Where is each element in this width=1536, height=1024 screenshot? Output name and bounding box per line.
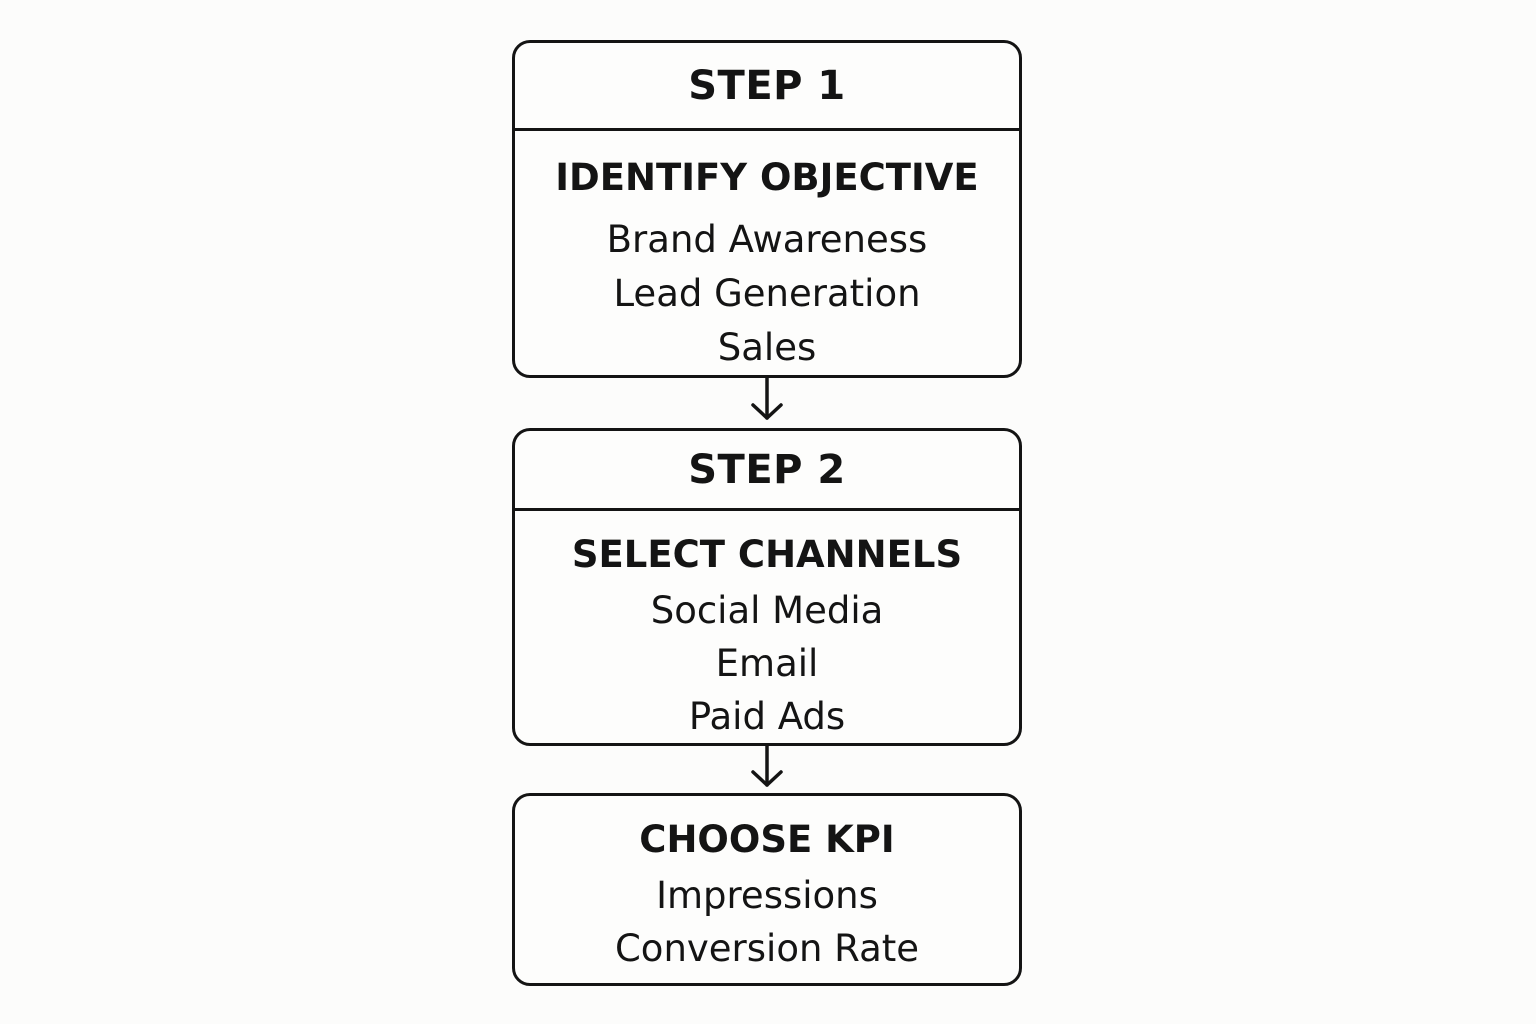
kpi-item: Conversion Rate bbox=[614, 927, 920, 970]
step-2-heading: SELECT CHANNELS bbox=[571, 533, 963, 576]
step-3-box: CHOOSE KPI Impressions Conversion Rate bbox=[512, 793, 1022, 986]
step-1-heading: IDENTIFY OBJECTIVE bbox=[555, 156, 979, 199]
kpi-item: Impressions bbox=[656, 874, 878, 917]
step-1-box: STEP 1 IDENTIFY OBJECTIVE Brand Awarenes… bbox=[512, 40, 1022, 378]
arrow-down-icon bbox=[751, 746, 783, 787]
channel-item: Paid Ads bbox=[688, 695, 846, 738]
objective-item: Lead Generation bbox=[613, 272, 921, 315]
step-2-body: SELECT CHANNELS Social Media Email Paid … bbox=[515, 511, 1019, 743]
objective-item: Brand Awareness bbox=[606, 218, 928, 261]
step-2-title: STEP 2 bbox=[515, 431, 1019, 511]
step-3-heading: CHOOSE KPI bbox=[639, 818, 895, 861]
step-2-box: STEP 2 SELECT CHANNELS Social Media Emai… bbox=[512, 428, 1022, 746]
channel-item: Social Media bbox=[650, 589, 884, 632]
objective-item: Sales bbox=[717, 326, 817, 369]
step-1-body: IDENTIFY OBJECTIVE Brand Awareness Lead … bbox=[515, 131, 1019, 375]
channel-item: Email bbox=[715, 642, 819, 685]
arrow-down-icon bbox=[751, 378, 783, 420]
step-1-title: STEP 1 bbox=[515, 43, 1019, 131]
step-3-body: CHOOSE KPI Impressions Conversion Rate bbox=[515, 796, 1019, 975]
